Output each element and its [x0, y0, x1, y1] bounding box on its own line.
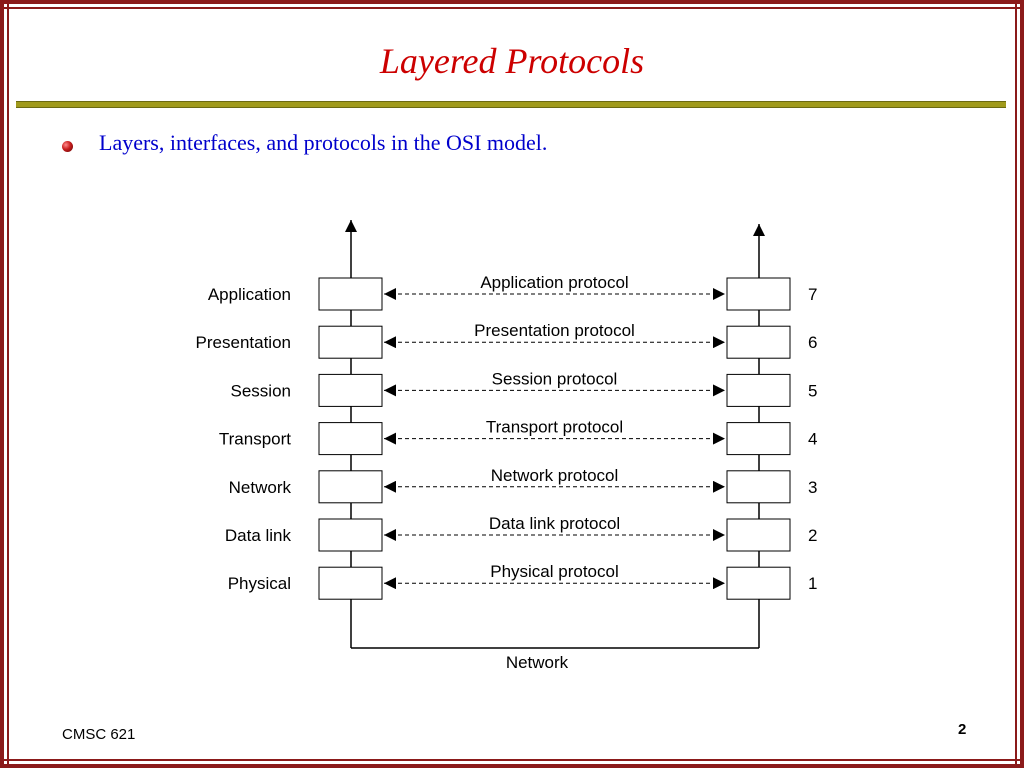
- layer-box-right: [726, 518, 791, 552]
- layer-number: 2: [808, 526, 817, 545]
- page-number: 2: [958, 721, 967, 738]
- protocol-label: Transport protocol: [486, 418, 623, 437]
- protocol-label: Physical protocol: [490, 562, 619, 581]
- slide-border-right: [1015, 0, 1024, 768]
- layer-name: Physical: [228, 574, 291, 593]
- layer-box-right: [726, 566, 791, 600]
- protocol-label: Data link protocol: [489, 514, 620, 533]
- layer-name: Transport: [219, 430, 291, 449]
- layer-name: Network: [229, 478, 292, 497]
- protocol-label: Session protocol: [492, 369, 618, 388]
- layer-number: 7: [808, 285, 817, 304]
- layer-box-left: [318, 566, 383, 600]
- layer-box-right: [726, 470, 791, 504]
- slide-border-bottom: [0, 759, 1024, 768]
- layer-number: 5: [808, 381, 817, 400]
- slide-border-top: [0, 0, 1024, 9]
- layer-box-right: [726, 325, 791, 359]
- layer-number: 3: [808, 478, 817, 497]
- bullet-icon: [62, 141, 73, 152]
- layer-number: 1: [808, 574, 817, 593]
- protocol-label: Application protocol: [480, 273, 628, 292]
- layer-box-left: [318, 518, 383, 552]
- layer-number: 4: [808, 430, 817, 449]
- layer-name: Data link: [225, 526, 292, 545]
- layer-name: Application: [208, 285, 291, 304]
- course-code: CMSC 621: [62, 726, 136, 743]
- layer-box-right: [726, 277, 791, 311]
- title-divider: [16, 101, 1006, 108]
- protocol-label: Network protocol: [491, 466, 619, 485]
- network-label: Network: [506, 653, 569, 672]
- bullet-text: Layers, interfaces, and protocols in the…: [99, 130, 548, 155]
- layer-box-left: [318, 470, 383, 504]
- layer-box-right: [726, 373, 791, 407]
- layer-box-right: [726, 422, 791, 456]
- layer-number: 6: [808, 333, 817, 352]
- slide-title: Layered Protocols: [379, 41, 645, 81]
- slide-border-left: [0, 0, 9, 768]
- layer-box-left: [318, 325, 383, 359]
- layer-box-left: [318, 277, 383, 311]
- protocol-label: Presentation protocol: [474, 321, 635, 340]
- layer-box-left: [318, 422, 383, 456]
- layer-name: Session: [231, 381, 291, 400]
- layer-box-left: [318, 373, 383, 407]
- layer-name: Presentation: [196, 333, 291, 352]
